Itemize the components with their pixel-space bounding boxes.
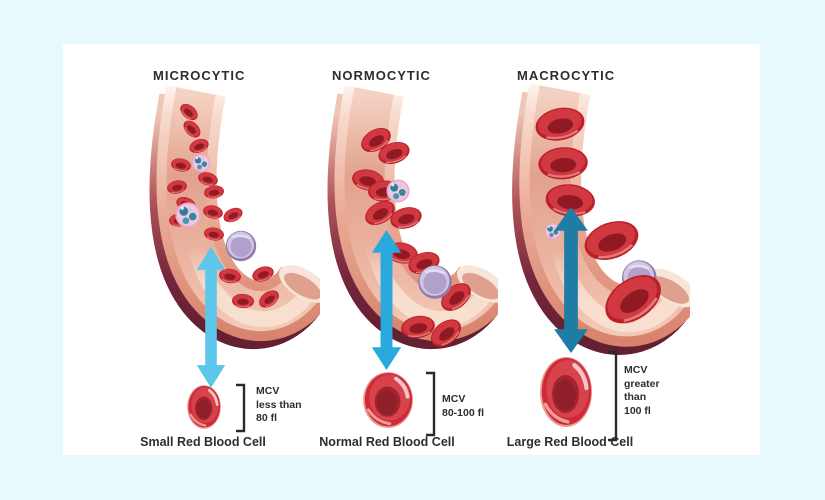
double-arrow-icon: [554, 207, 588, 353]
cell-caption-small: Small Red Blood Cell: [140, 435, 266, 449]
lymphocyte-cell: [224, 229, 258, 263]
blood-vessel-normocytic-illustration: [318, 85, 498, 353]
size-comparison-arrow-macrocytic: [554, 207, 588, 353]
bracket-microcytic: [236, 383, 246, 433]
lymphocyte-cell: [416, 263, 454, 301]
double-arrow-icon: [196, 247, 226, 388]
panel-title-normocytic: NORMOCYTIC: [332, 68, 431, 83]
white-blood-cell: [385, 178, 411, 204]
normal-red-blood-cell-illustration: [358, 364, 418, 436]
mcv-value-microcytic: MCV less than 80 fl: [256, 385, 302, 425]
bracket-normocytic: [426, 371, 436, 437]
panel-title-macrocytic: MACROCYTIC: [517, 68, 616, 83]
bracket-macrocytic: [608, 350, 618, 442]
large-red-blood-cell-illustration: [536, 356, 596, 428]
white-blood-cell: [174, 201, 202, 229]
mcv-value-normocytic: MCV 80-100 fl: [442, 393, 485, 419]
size-comparison-arrow-microcytic: [196, 247, 226, 388]
cell-caption-normal: Normal Red Blood Cell: [319, 435, 455, 449]
white-blood-cell: [191, 153, 211, 173]
panel-title-microcytic: MICROCYTIC: [153, 68, 246, 83]
blood-vessel-macrocytic-illustration: [500, 83, 690, 361]
cell-caption-large: Large Red Blood Cell: [506, 435, 634, 449]
size-comparison-arrow-normocytic: [371, 230, 402, 370]
double-arrow-icon: [371, 230, 402, 370]
blood-vessel-microcytic-illustration: [140, 85, 320, 355]
small-red-blood-cell-illustration: [185, 383, 223, 431]
mcv-value-macrocytic: MCV greater than 100 fl: [624, 364, 660, 417]
